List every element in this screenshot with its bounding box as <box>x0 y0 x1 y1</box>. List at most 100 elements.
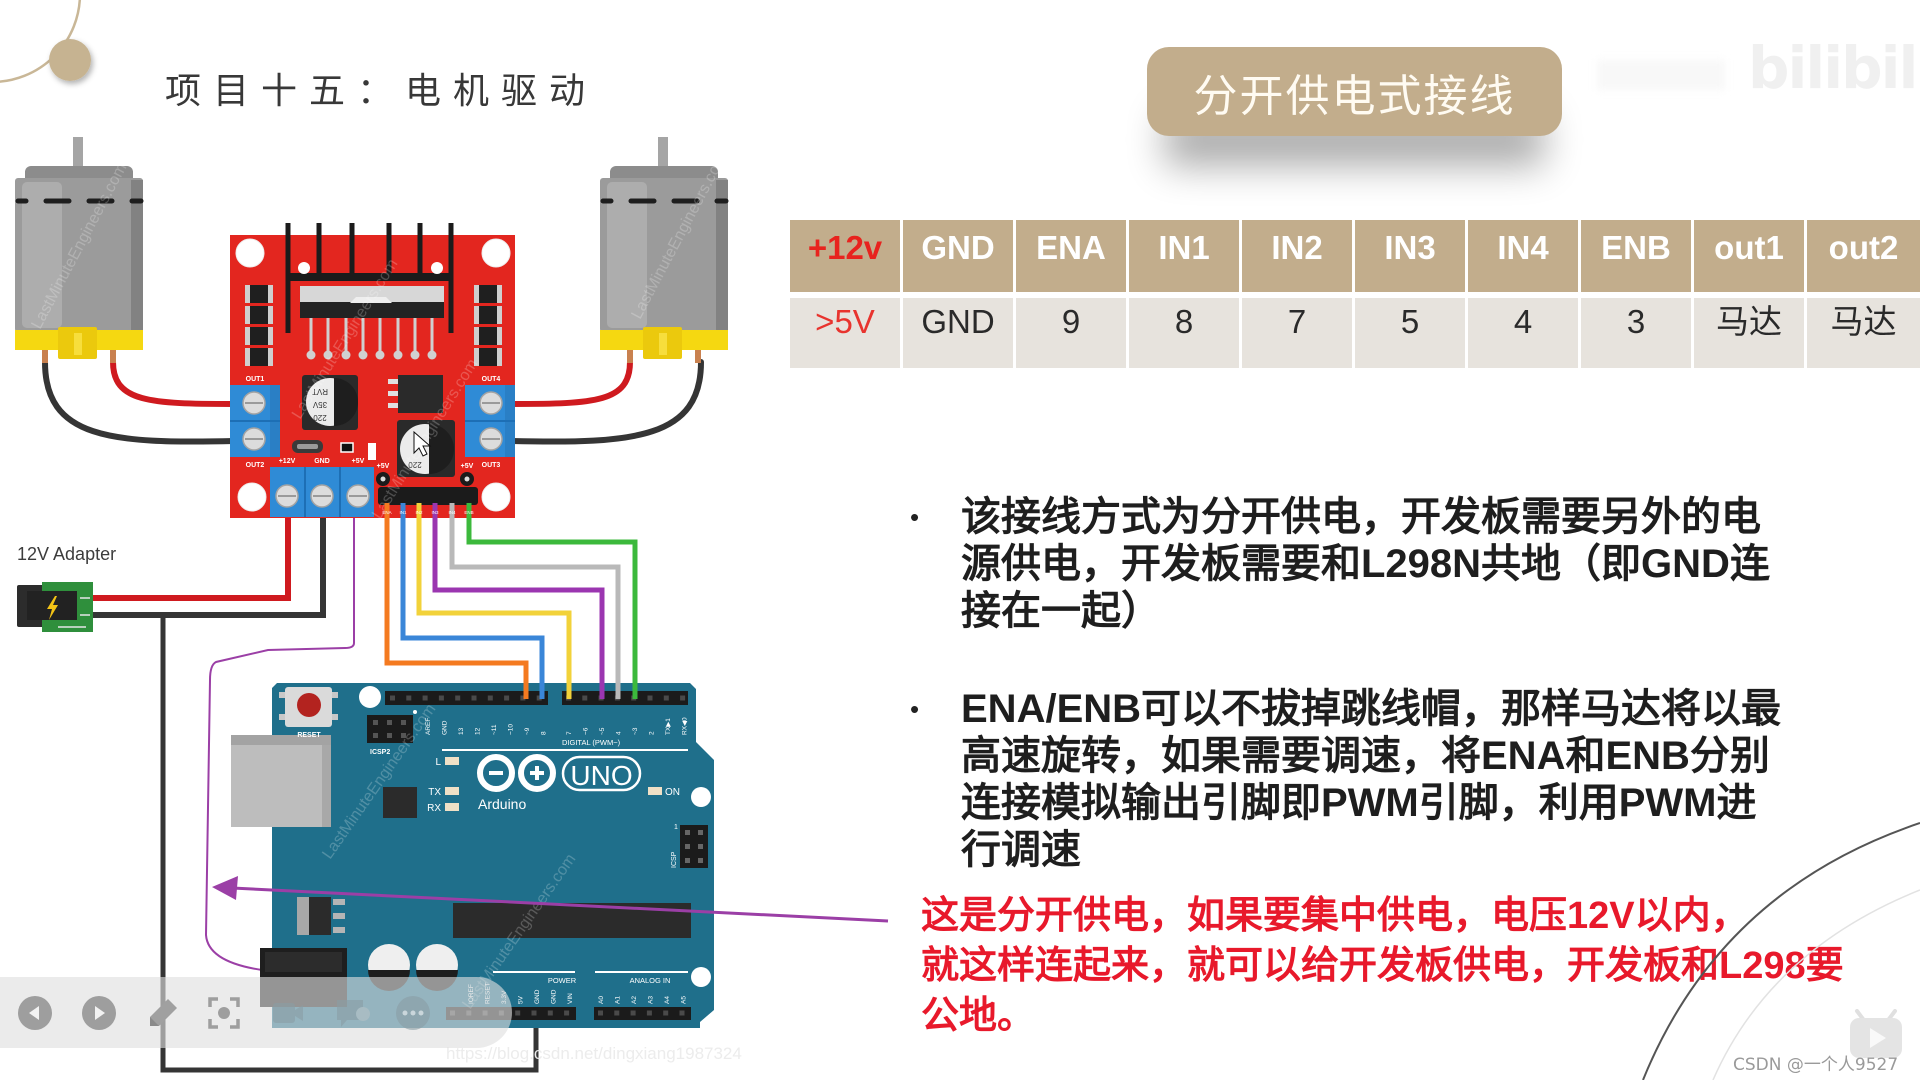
reset-label: RESET <box>297 732 321 739</box>
motor-left <box>15 137 144 363</box>
chip-legs <box>306 318 437 360</box>
heatsink <box>285 223 454 333</box>
bullet-icon: • <box>910 502 920 532</box>
analog-header <box>594 1007 691 1020</box>
pin-label: ~6 <box>583 727 590 735</box>
pin-label: 7 <box>566 731 573 735</box>
screenshot-button[interactable] <box>205 994 243 1032</box>
corner-decoration <box>0 0 91 83</box>
pin-label: ~11 <box>491 724 498 735</box>
slide-title: 项目十五：电机驱动 <box>165 71 598 112</box>
table-header-cell: IN4 <box>1468 220 1581 292</box>
pin-label: ~3 <box>632 727 639 735</box>
label-out2: OUT2 <box>246 462 265 469</box>
pin-label: 13 <box>458 727 465 735</box>
wire-motor-left-black <box>42 359 237 445</box>
control-pin-label: IN4 <box>448 510 456 515</box>
table-cell: 8 <box>1129 298 1242 368</box>
capacitor-1: RVT 35V 220 <box>302 375 358 430</box>
pen-icon <box>150 999 177 1026</box>
reset-button[interactable] <box>279 687 338 727</box>
decor-dot <box>49 39 91 81</box>
motor-right <box>600 137 729 363</box>
control-pin-label: IN3 <box>431 510 439 515</box>
label-logic-5v: +5V <box>461 463 474 470</box>
motor-shade <box>716 180 728 330</box>
wire-12v-red <box>92 510 291 601</box>
mounting-hole <box>235 238 265 268</box>
usb-chip <box>383 787 417 818</box>
label-gnd: GND <box>314 458 330 465</box>
pin-label: A0 <box>598 996 605 1004</box>
pin-label: ~9 <box>524 727 531 735</box>
label-5v: +5V <box>352 458 365 465</box>
table-row: >5V GND 9 8 7 5 4 3 马达 马达 <box>790 298 1920 368</box>
mounting-hole <box>481 482 511 512</box>
text-line: 高速旋转，如果需要调速，将ENA和ENB分别 <box>961 734 1770 778</box>
table-cell: 马达 <box>1694 298 1807 368</box>
comment-button[interactable] <box>333 994 371 1032</box>
pin-label: VIN <box>567 993 574 1004</box>
text-line: 连接模拟输出引脚即PWM引脚，利用PWM进 <box>961 781 1757 825</box>
mouse-cursor <box>413 430 432 457</box>
wire-enb <box>466 503 638 699</box>
url-watermark: https://blog.csdn.net/dingxiang1987324 <box>446 1044 742 1063</box>
pin-label: GND <box>442 720 449 735</box>
label-logic-5v: +5V <box>377 463 390 470</box>
led-on-label: ON <box>665 787 680 798</box>
heatsink-screw <box>431 262 443 274</box>
control-pin-label: ENA <box>382 510 391 515</box>
digital-header-low <box>562 691 688 705</box>
mounting-hole <box>359 686 381 708</box>
bullet-text: 该接线方式为分开供电，开发板需要另外的电 源供电，开发板需要和L298N共地（即… <box>961 494 1770 635</box>
control-header <box>376 472 478 505</box>
icsp-label: ICSP <box>671 851 678 868</box>
table-header-cell: +12v <box>790 220 903 292</box>
table-header-cell: ENA <box>1016 220 1129 292</box>
pin-label: GND <box>534 989 541 1004</box>
table-header-cell: ENB <box>1581 220 1694 292</box>
pin-label: RX◀0 <box>682 717 689 735</box>
table-header-cell: GND <box>903 220 1016 292</box>
arduino-logo <box>477 754 642 792</box>
text-line: ENA/ENB可以不拔掉跳线帽，那样马达将以最 <box>961 687 1782 731</box>
smd-led <box>340 442 354 453</box>
led-l <box>445 757 459 765</box>
pin-label: 12 <box>475 727 482 735</box>
lightning-icon <box>47 596 58 620</box>
previous-button[interactable] <box>16 994 54 1032</box>
hand-drawn-5v-wire <box>204 510 355 971</box>
5v-jumper[interactable] <box>292 440 323 453</box>
table-cell: 3 <box>1581 298 1694 368</box>
more-icon <box>396 996 430 1030</box>
pcb-traces <box>58 597 90 628</box>
motor-slot <box>74 333 82 355</box>
wire-in4 <box>449 503 621 699</box>
motor-shaft <box>658 137 668 169</box>
video-icon <box>273 1003 303 1023</box>
pin-label: 2 <box>649 731 656 735</box>
label-out1: OUT1 <box>246 376 265 383</box>
record-button[interactable] <box>269 994 307 1032</box>
wire-gnd-black <box>92 510 326 618</box>
section-badge: 分开供电式接线 <box>1147 47 1562 136</box>
more-button[interactable] <box>394 994 432 1032</box>
table-header-cell: IN1 <box>1129 220 1242 292</box>
section-badge-text: 分开供电式接线 <box>1193 71 1516 121</box>
led-rx <box>445 803 459 811</box>
pin-label: ~5 <box>599 727 606 735</box>
table-cell: 马达 <box>1830 303 1897 340</box>
next-button[interactable] <box>80 994 118 1032</box>
pin-label: A1 <box>615 996 622 1004</box>
wire-ena <box>384 503 529 699</box>
digital-label: DIGITAL (PWM~) <box>562 738 621 747</box>
led-on <box>648 787 662 795</box>
pin-label: ~10 <box>508 724 515 735</box>
arrow-line <box>231 886 889 923</box>
wire-motor-left-red <box>110 359 237 407</box>
pin-label: 8 <box>541 731 548 735</box>
pen-button[interactable] <box>144 994 182 1032</box>
motor-terminal <box>627 350 633 363</box>
